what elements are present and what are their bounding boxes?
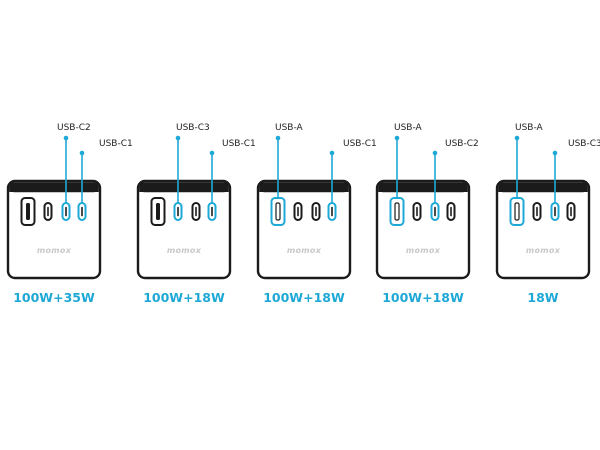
wattage-label: 18W: [527, 290, 558, 305]
brand-logo: momox: [406, 246, 441, 255]
callout-dot: [552, 150, 558, 156]
wattage-label: 100W+18W: [382, 290, 464, 305]
usb-a-port-tongue: [275, 202, 281, 221]
port-label: USB-C2: [445, 139, 479, 149]
port-label: USB-C3: [568, 139, 600, 149]
port-label: USB-C1: [222, 139, 256, 149]
charger-body: [495, 179, 591, 280]
charger-body: [136, 179, 232, 280]
callout-dot: [63, 135, 69, 141]
callout-dot: [275, 135, 281, 141]
wattage-label: 100W+35W: [13, 290, 95, 305]
brand-logo: momox: [37, 246, 72, 255]
usb-a-port-tongue: [156, 203, 160, 220]
charger-config-5: momox USB-A USB-C3 18W: [495, 123, 600, 305]
wattage-label: 100W+18W: [143, 290, 225, 305]
charger-top-band-fill: [498, 187, 588, 192]
port-label: USB-C1: [343, 139, 377, 149]
wattage-label: 100W+18W: [263, 290, 345, 305]
charger-top-band-fill: [139, 187, 229, 192]
port-label: USB-A: [275, 123, 304, 133]
brand-logo: momox: [287, 246, 322, 255]
brand-logo: momox: [167, 246, 202, 255]
usb-a-port-tongue: [26, 203, 30, 220]
usb-a-port-tongue: [394, 202, 400, 221]
charger-body: [256, 179, 352, 280]
charger-body: [6, 179, 102, 280]
usb-a-port-tongue: [514, 202, 520, 221]
callout-dot: [329, 150, 335, 156]
charger-body: [375, 179, 471, 280]
callout-dot: [514, 135, 520, 141]
callout-dot: [394, 135, 400, 141]
charger-top-band-fill: [378, 187, 468, 192]
port-label: USB-C2: [57, 123, 91, 133]
charger-config-3: momox USB-A USB-C1 100W+18W: [256, 123, 377, 305]
callout-dot: [175, 135, 181, 141]
port-label: USB-A: [515, 123, 544, 133]
charger-top-band-fill: [259, 187, 349, 192]
charger-top-band-fill: [9, 187, 99, 192]
callout-dot: [79, 150, 85, 156]
brand-logo: momox: [526, 246, 561, 255]
port-label: USB-A: [394, 123, 423, 133]
charger-config-4: momox USB-A USB-C2 100W+18W: [375, 123, 479, 305]
callout-dot: [209, 150, 215, 156]
callout-dot: [432, 150, 438, 156]
port-label: USB-C1: [99, 139, 133, 149]
port-label: USB-C3: [176, 123, 210, 133]
